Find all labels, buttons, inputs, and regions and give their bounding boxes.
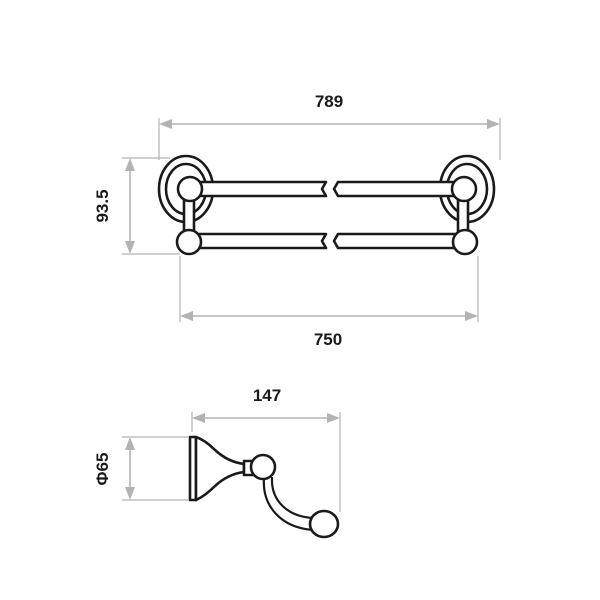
dim-label-height: 93.5 [93, 189, 112, 222]
left-upper-knob [176, 175, 204, 203]
dim-label-hook-projection: 147 [253, 386, 281, 405]
dim-hook-diameter: Φ65 [93, 436, 188, 501]
upper-bar-right [332, 180, 457, 198]
dim-label-overall-length: 789 [315, 92, 343, 111]
dim-label-bar-length: 750 [314, 330, 342, 349]
left-lower-knob [175, 228, 203, 256]
hook-arm-outer [262, 476, 316, 532]
upper-bar-left [196, 180, 328, 198]
right-upper-knob [450, 175, 478, 203]
lower-bar-left [194, 232, 328, 250]
hook-bell-base [194, 435, 246, 502]
hook-arm-inner [270, 476, 316, 520]
hook-end-knob [308, 509, 340, 539]
double-towel-rail [157, 154, 496, 256]
dim-hook-projection: 147 [191, 386, 341, 512]
dim-bar-length: 750 [179, 256, 479, 349]
dim-label-hook-diameter: Φ65 [93, 453, 112, 486]
right-lower-knob [451, 228, 479, 256]
lower-bar-right [332, 232, 458, 250]
robe-hook [188, 435, 340, 539]
hook-top-knob [249, 453, 277, 481]
dim-height: 93.5 [93, 157, 180, 255]
dim-overall-length: 789 [158, 92, 501, 160]
